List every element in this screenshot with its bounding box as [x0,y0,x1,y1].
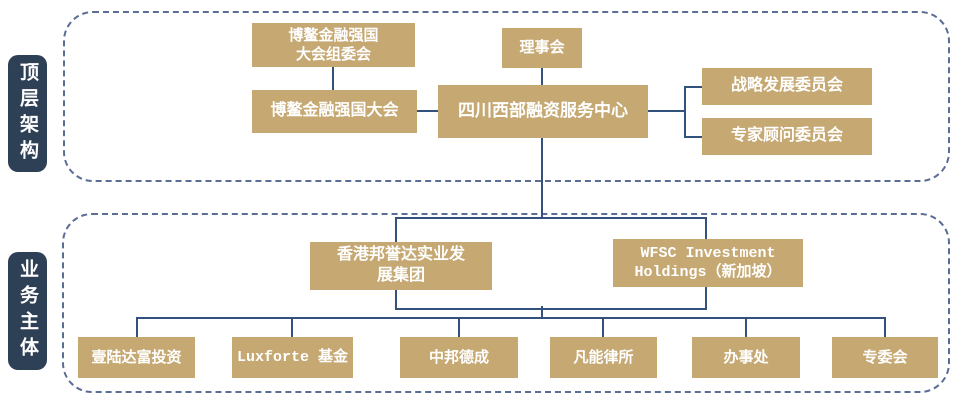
node-wfsc-holdings-line1: WFSC Investment [640,244,776,262]
node-yiludafu-investment: 壹陆达富投资 [78,337,195,378]
connector-center-drop [541,138,543,217]
connector-rect-drop [541,306,543,318]
node-boao-committee-org-line1: 博鳌金融强国 [288,26,379,44]
connector-center-bracket [648,110,685,112]
bottom-section-container [62,213,950,393]
node-boao-conference: 博鳌金融强国大会 [252,90,417,133]
node-special-committee: 专委会 [832,337,938,378]
node-financing-center: 四川西部融资服务中心 [438,85,648,138]
top-section-container [63,11,950,182]
node-office: 办事处 [692,337,800,378]
stub-child-4 [602,317,604,337]
stub-child-6 [884,317,886,337]
node-council: 理事会 [502,28,582,68]
node-luxforte-fund: Luxforte 基金 [232,337,353,378]
connector-committeeorg-boao [332,67,334,90]
node-expert-committee: 专家顾问委员会 [702,118,872,155]
stub-child-2 [291,317,293,337]
connector-boao-center [417,110,438,112]
top-section-label: 顶层架构 [8,55,47,172]
stub-child-1 [136,317,138,337]
node-strategy-committee: 战略发展委员会 [702,68,872,105]
node-hk-group-line2: 展集团 [376,267,425,284]
node-hk-group-line1: 香港邦誉达实业发 [336,246,465,264]
node-wfsc-holdings: WFSC Investment Holdings（新加坡） [613,239,803,287]
node-fanneng-law-firm: 凡能律所 [550,337,657,378]
node-hk-group: 香港邦誉达实业发 展集团 [310,242,492,290]
children-distribution-line [136,317,886,319]
connector-bracket-strategy [684,86,702,88]
stub-child-3 [458,317,460,337]
node-zhongbang-decheng: 中邦德成 [400,337,518,378]
node-boao-committee-org: 博鳌金融强国 大会组委会 [252,23,415,67]
connector-council-center [541,68,543,85]
bracket-vertical [684,86,686,138]
node-boao-committee-org-line2: 大会组委会 [295,46,371,63]
connector-bracket-expert [684,136,702,138]
bottom-section-label: 业务主体 [8,252,47,370]
node-wfsc-holdings-line2: Holdings（新加坡） [634,264,782,281]
stub-child-5 [745,317,747,337]
